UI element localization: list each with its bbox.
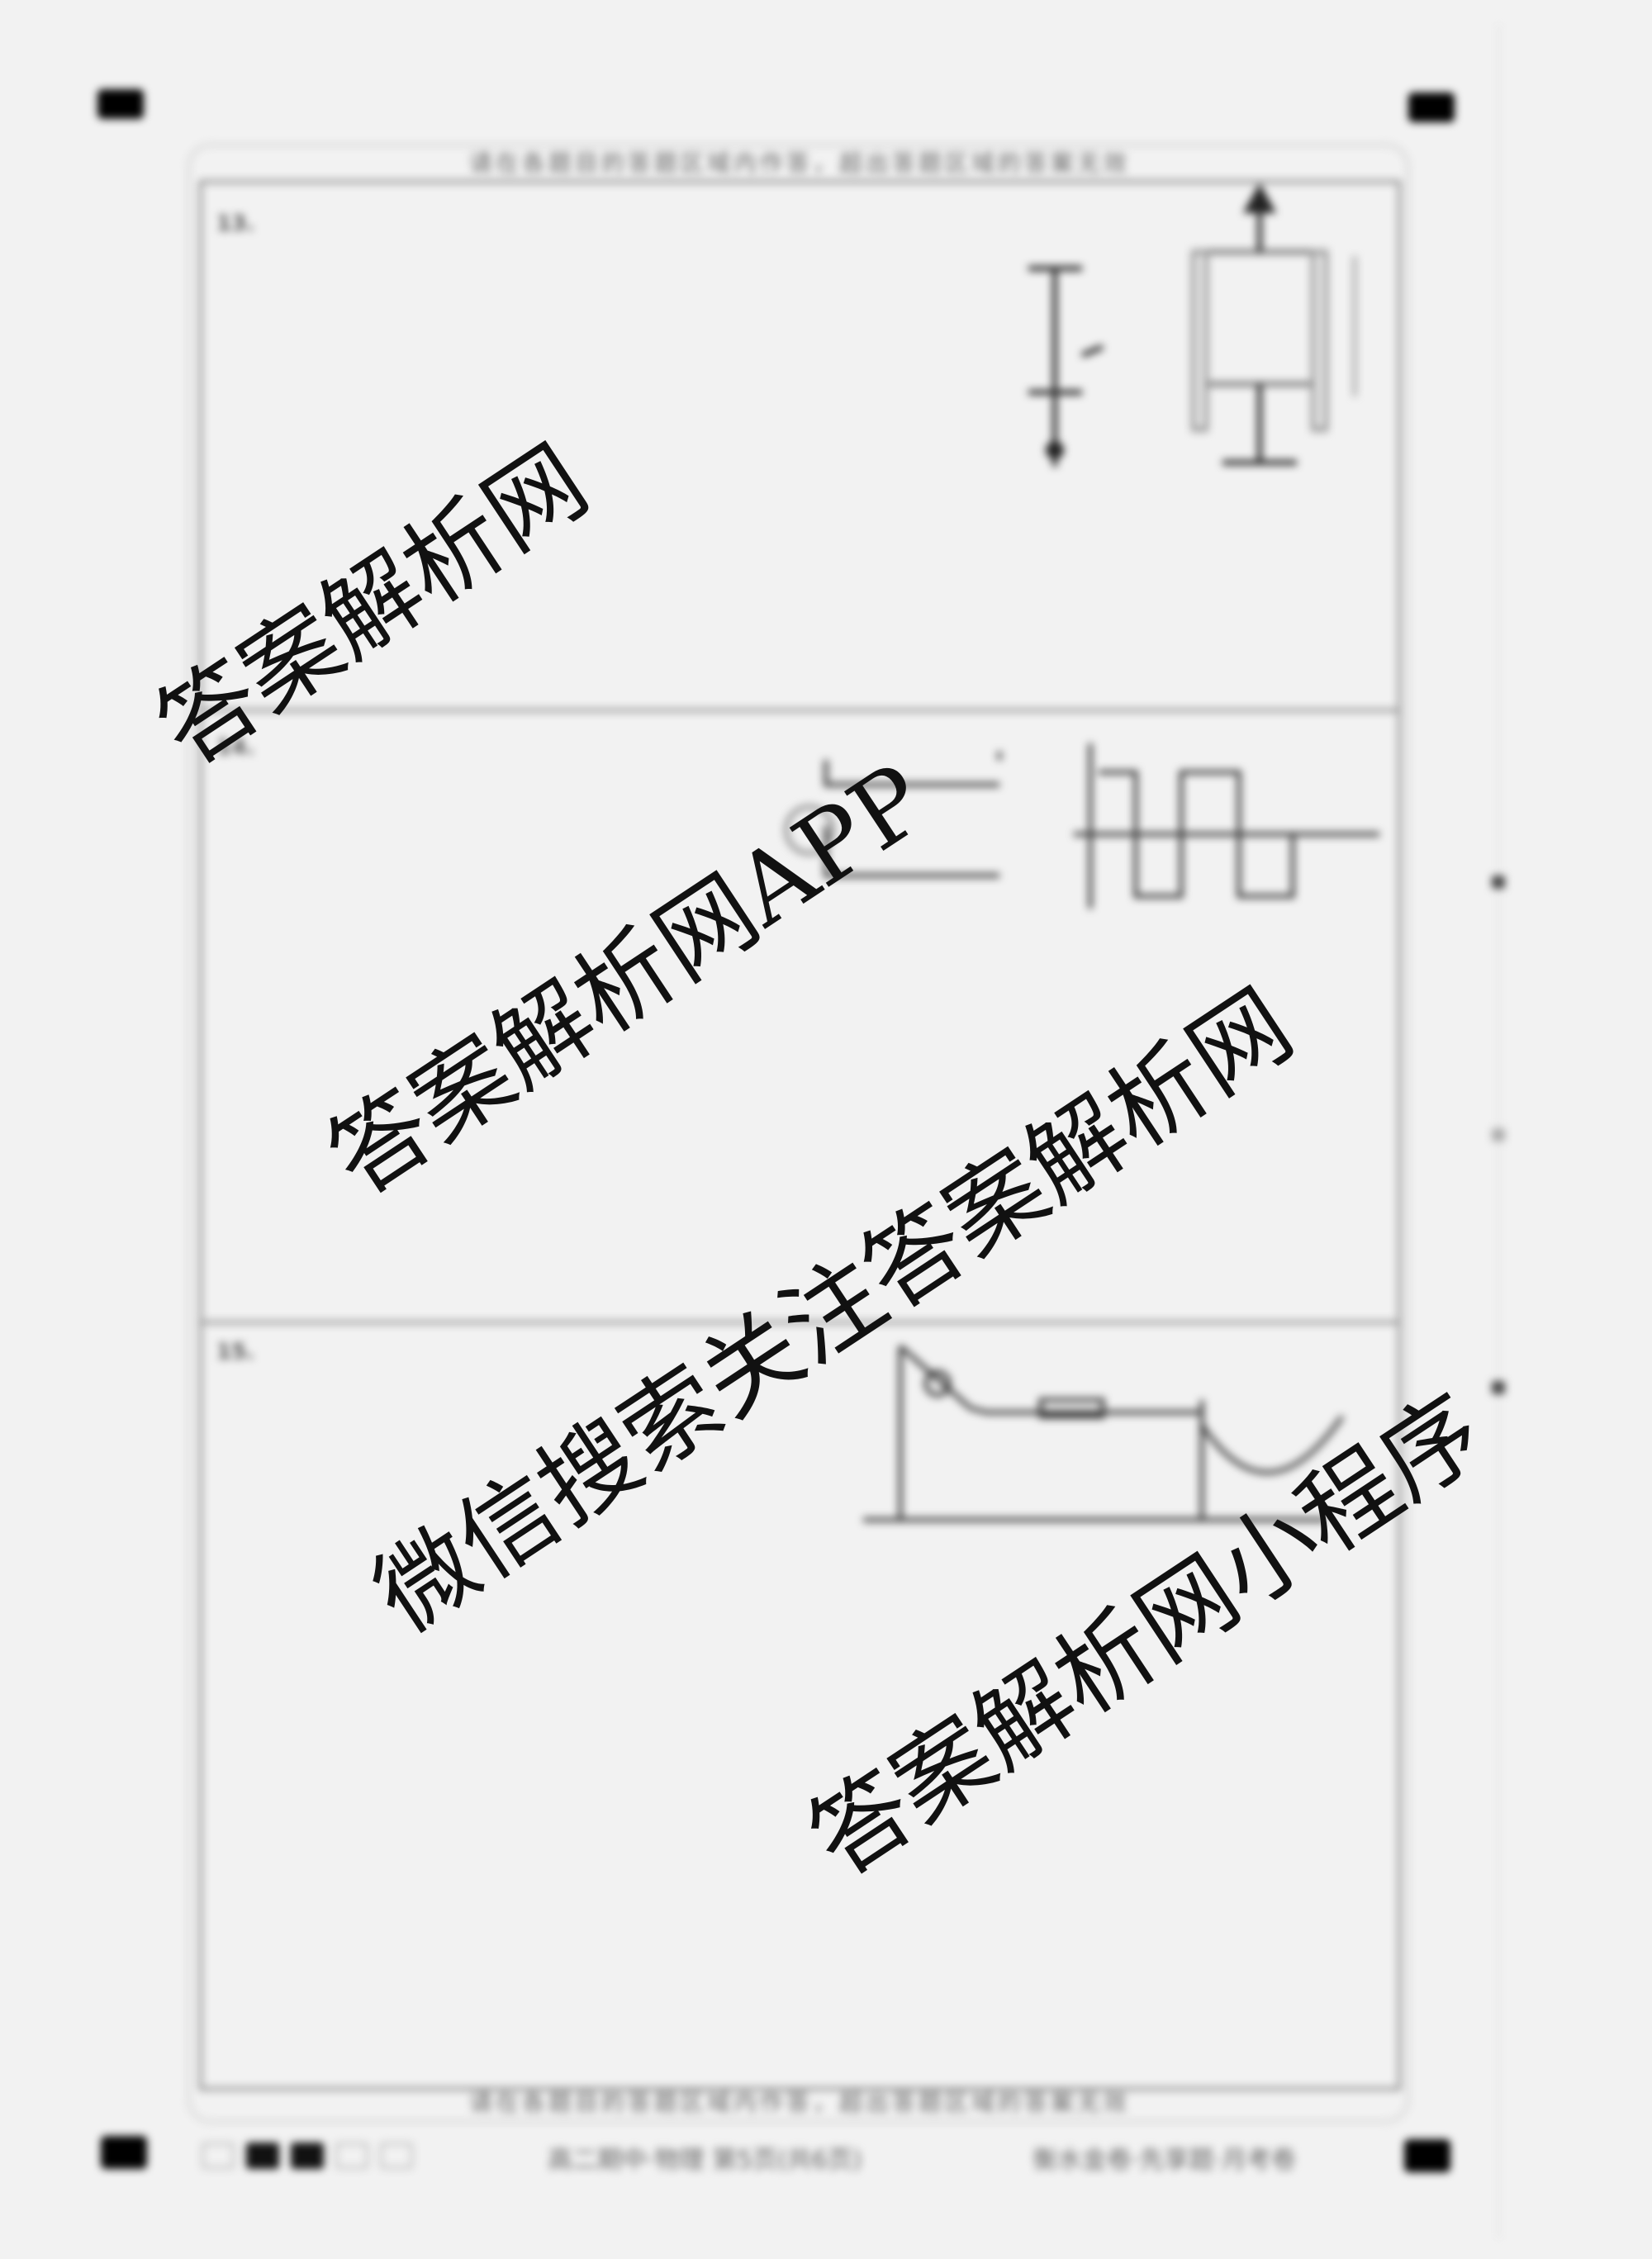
section-divider [199, 1321, 1398, 1324]
question-number: 15. [216, 1340, 255, 1364]
side-mark [1492, 1381, 1505, 1394]
page-indicator-box [291, 2143, 324, 2169]
side-mark [1492, 876, 1505, 889]
outer-frame [188, 144, 1409, 2123]
q15-diagram [863, 1345, 1345, 1522]
question-number: 14. [216, 735, 255, 760]
page-indicator-box [202, 2143, 235, 2169]
q14-diagram [784, 743, 1379, 909]
page-indicator-box [335, 2143, 368, 2169]
page-info: 高二期中·物理 第5页(共6页) [548, 2146, 862, 2175]
header-instruction: 请在各题目的答题区域内作答，超出答题区域的答案无效 [468, 150, 1130, 177]
registration-mark [101, 2136, 147, 2169]
footer-instruction: 请在各题目的答题区域内作答，超出答题区域的答案无效 [468, 2090, 1130, 2116]
page-indicator-box [246, 2143, 279, 2169]
q13-diagram [1028, 183, 1356, 467]
registration-mark [1404, 2139, 1450, 2172]
answer-area [199, 180, 1401, 2091]
registration-mark [1408, 93, 1455, 122]
side-mark [1492, 1128, 1505, 1141]
page-indicator-box [380, 2143, 413, 2169]
section-divider [199, 709, 1398, 712]
question-number: 13. [216, 211, 255, 236]
footer-brand: 衡水金卷·先享题·月考卷 [1032, 2146, 1297, 2175]
registration-mark [97, 89, 144, 119]
